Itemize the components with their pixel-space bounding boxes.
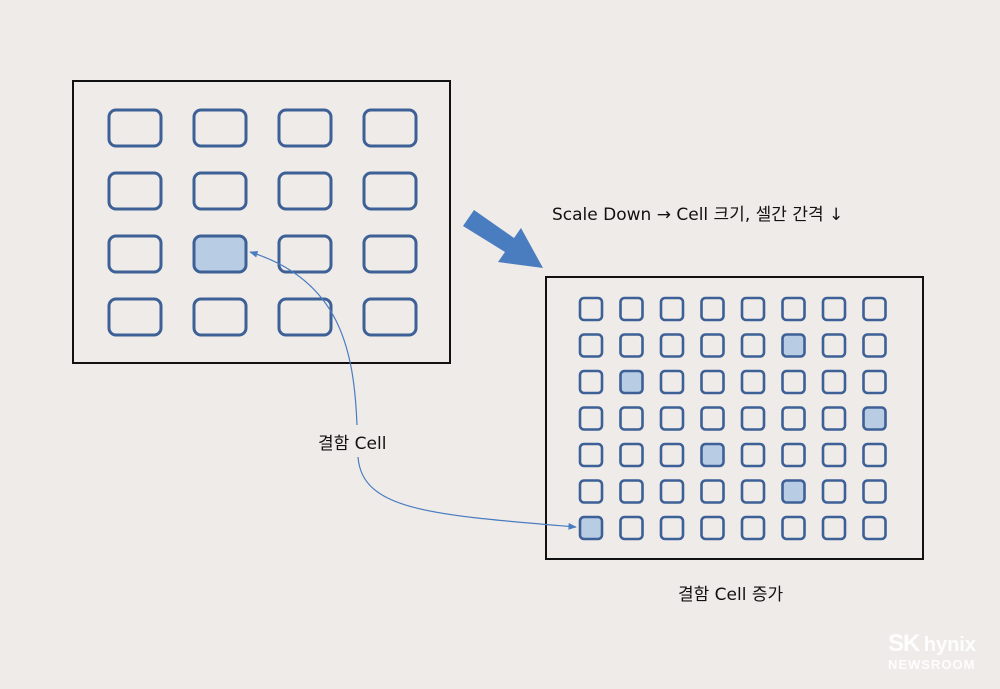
- scale-down-label: Scale Down → Cell 크기, 셀간 간격 ↓: [552, 205, 844, 225]
- large-cell: [277, 297, 333, 337]
- large-cell: [277, 171, 333, 211]
- small-cell: [781, 442, 806, 468]
- small-cell: [821, 296, 847, 322]
- small-cell: [619, 333, 644, 358]
- small-cell: [578, 479, 604, 504]
- small-cell: [619, 296, 644, 322]
- logo-sk: SK: [887, 630, 920, 657]
- small-cell: [700, 515, 725, 541]
- sk-hynix-newsroom-logo: SK hynix NEWSROOM: [887, 630, 976, 673]
- small-cell: [740, 479, 766, 504]
- large-cell: [107, 234, 163, 274]
- small-defect-cell: [578, 515, 604, 541]
- small-cell: [740, 406, 766, 431]
- logo-hynix: hynix: [923, 634, 976, 656]
- large-cell: [277, 108, 333, 148]
- small-cell: [700, 296, 725, 322]
- small-cell: [821, 369, 847, 395]
- small-cell: [659, 296, 685, 322]
- small-cell: [659, 333, 685, 358]
- small-cell: [700, 369, 725, 395]
- small-cell: [619, 406, 644, 431]
- small-cell: [619, 515, 644, 541]
- large-cell: [107, 108, 163, 148]
- small-cell: [659, 406, 685, 431]
- small-cell: [862, 296, 887, 322]
- large-defect-cell: [192, 234, 248, 274]
- small-cell: [862, 369, 887, 395]
- small-cell: [862, 515, 887, 541]
- small-cell: [578, 442, 604, 468]
- large-cell-array-frame: [72, 80, 451, 364]
- connector-to-large-defect: [249, 251, 358, 426]
- large-cell: [107, 171, 163, 211]
- small-cell: [740, 296, 766, 322]
- small-cell: [700, 333, 725, 358]
- small-cell: [700, 406, 725, 431]
- large-cell: [362, 234, 418, 274]
- small-cell: [781, 406, 806, 431]
- small-cell: [821, 442, 847, 468]
- small-cell-array: [578, 296, 887, 541]
- defect-cell-label: 결함 Cell: [318, 434, 387, 454]
- small-cell: [821, 515, 847, 541]
- small-defect-cell: [619, 369, 644, 395]
- large-cell: [362, 171, 418, 211]
- small-cell: [781, 369, 806, 395]
- large-cell: [362, 297, 418, 337]
- small-cell: [619, 479, 644, 504]
- small-cell: [659, 442, 685, 468]
- large-cell-array: [107, 108, 418, 337]
- small-cell: [862, 479, 887, 504]
- small-cell: [700, 479, 725, 504]
- scale-down-arrow-icon: [463, 210, 543, 268]
- small-cell: [578, 369, 604, 395]
- large-cell: [192, 171, 248, 211]
- small-cell: [619, 442, 644, 468]
- small-defect-cell: [781, 479, 806, 504]
- small-cell: [740, 369, 766, 395]
- logo-newsroom: NEWSROOM: [887, 657, 976, 672]
- large-cell: [362, 108, 418, 148]
- small-cell: [821, 479, 847, 504]
- small-cell: [862, 442, 887, 468]
- small-cell: [659, 369, 685, 395]
- small-cell: [659, 515, 685, 541]
- small-cell: [740, 442, 766, 468]
- small-cell: [821, 406, 847, 431]
- small-defect-cell: [862, 406, 887, 431]
- large-cell: [277, 234, 333, 274]
- small-cell: [821, 333, 847, 358]
- small-defect-cell: [781, 333, 806, 358]
- small-cell: [781, 296, 806, 322]
- small-defect-cell: [700, 442, 725, 468]
- small-cell: [781, 515, 806, 541]
- small-cell: [578, 406, 604, 431]
- small-cell: [578, 296, 604, 322]
- connector-to-small-defect: [357, 456, 577, 530]
- small-cell-array-frame: [545, 276, 924, 560]
- large-cell: [192, 297, 248, 337]
- small-cell: [578, 333, 604, 358]
- large-cell: [107, 297, 163, 337]
- large-cell: [192, 108, 248, 148]
- small-cell: [862, 333, 887, 358]
- small-cell: [740, 333, 766, 358]
- small-cell: [740, 515, 766, 541]
- small-cell: [659, 479, 685, 504]
- defect-increase-label: 결함 Cell 증가: [678, 585, 784, 605]
